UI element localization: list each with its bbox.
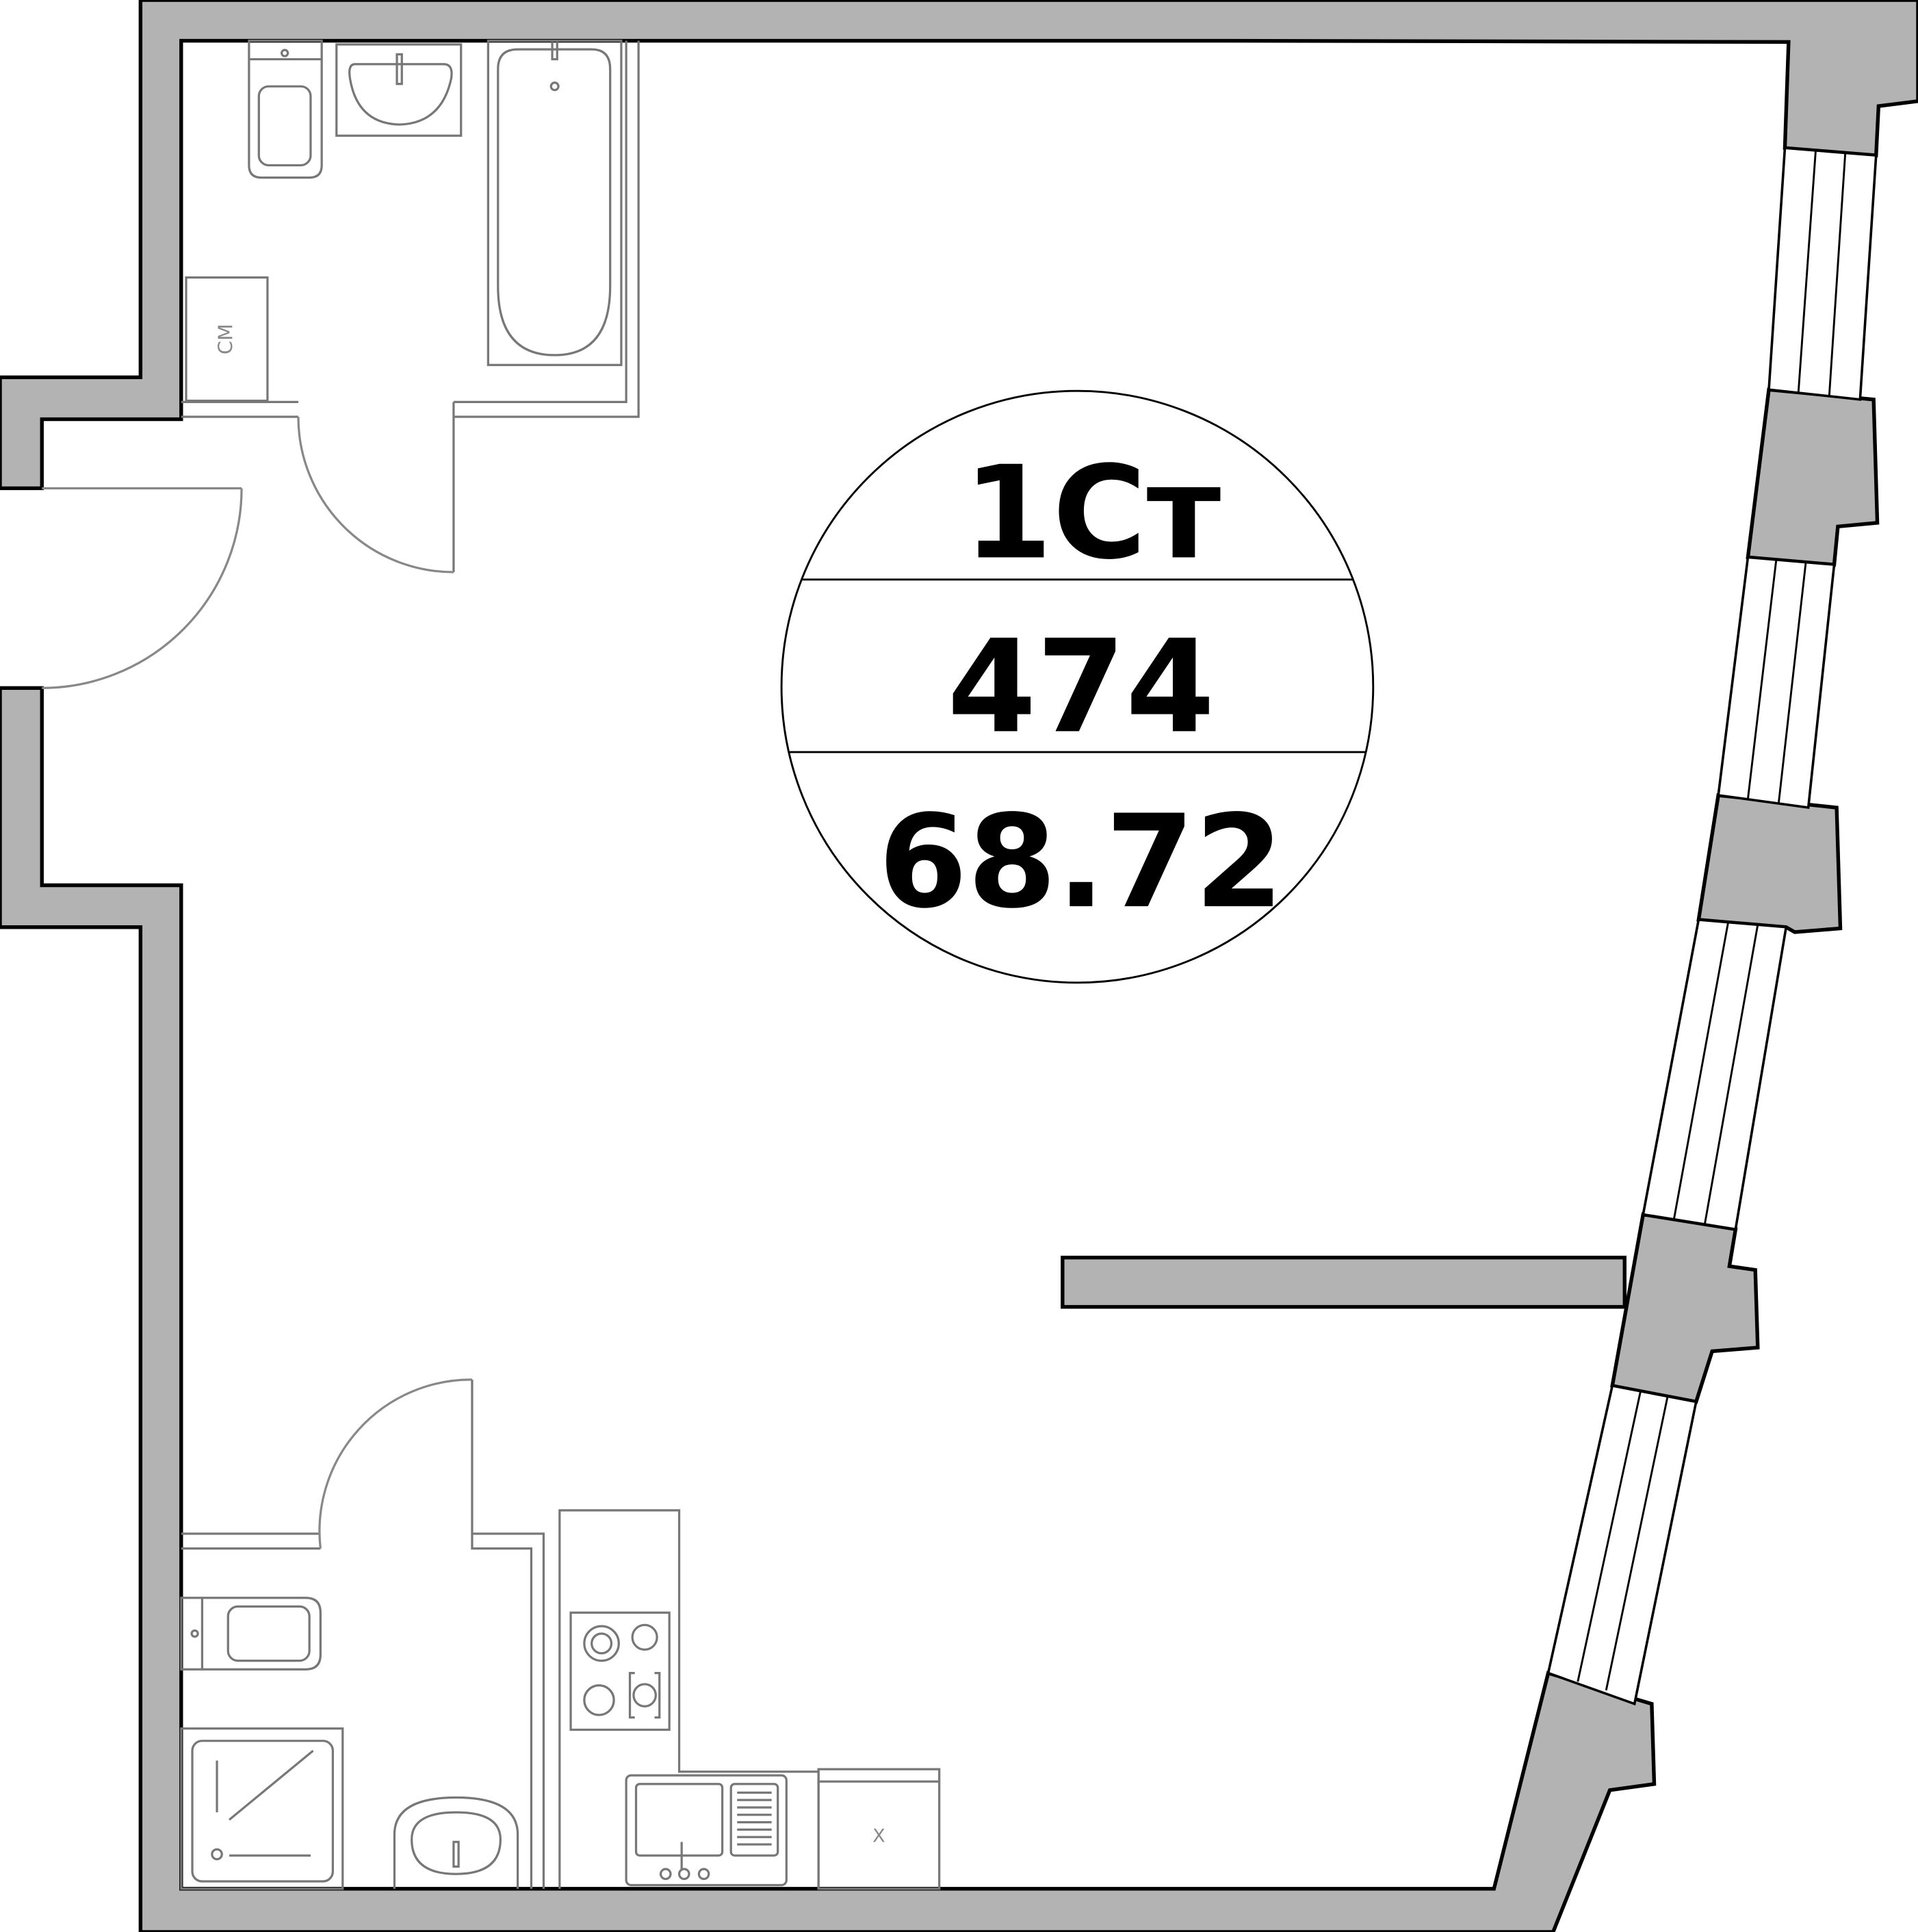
kitchen-sink	[625, 1774, 788, 1887]
unit-number: 474	[947, 613, 1215, 762]
fridge	[817, 1768, 941, 1890]
bathtub-basin	[497, 48, 612, 357]
entrance-door-swing	[42, 488, 243, 689]
bathroom: СМ	[181, 39, 640, 574]
pier-3	[1610, 1212, 1760, 1404]
window-band-1	[1767, 146, 1878, 401]
pier-1	[1746, 387, 1880, 567]
pier-2	[1696, 793, 1843, 934]
kitchen: Х	[558, 1509, 941, 1890]
bathroom-sink	[348, 63, 453, 126]
window-band-4	[1546, 1384, 1698, 1706]
unit-type-code: 1Ст	[963, 439, 1221, 588]
kitchen-counter	[558, 1509, 820, 1889]
partition-wall	[1061, 1255, 1627, 1309]
drainboard-ribs	[737, 1791, 772, 1846]
bathroom-door-swing	[297, 416, 454, 574]
shower-tray	[180, 1727, 344, 1890]
wall-top-left-upper	[0, 0, 1918, 491]
toilet-bathroom	[248, 39, 323, 179]
window-band-2	[1717, 556, 1836, 810]
unit-badge-circle	[780, 389, 1375, 984]
bathroom-partition	[181, 40, 640, 572]
entrance-door	[42, 487, 243, 689]
shower-room-sink	[393, 1796, 519, 1889]
wall-left-lower-bottom	[0, 686, 1657, 1932]
bathroom-sink-counter	[335, 43, 463, 137]
shower-room-partition	[181, 1379, 545, 1889]
bathtub	[487, 39, 623, 366]
washing-machine-label: СМ	[213, 324, 237, 355]
shower-room	[180, 1378, 545, 1890]
washing-machine	[185, 276, 269, 402]
window-bands	[1546, 146, 1878, 1706]
window-band-3	[1642, 918, 1788, 1231]
cooktop	[569, 1611, 671, 1731]
fridge-label: Х	[872, 1826, 885, 1847]
unit-badge: 1Ст 474 68.72	[780, 389, 1375, 984]
unit-area: 68.72	[879, 788, 1284, 937]
shower-room-door-swing	[318, 1378, 472, 1549]
toilet-shower-room	[180, 1597, 322, 1671]
